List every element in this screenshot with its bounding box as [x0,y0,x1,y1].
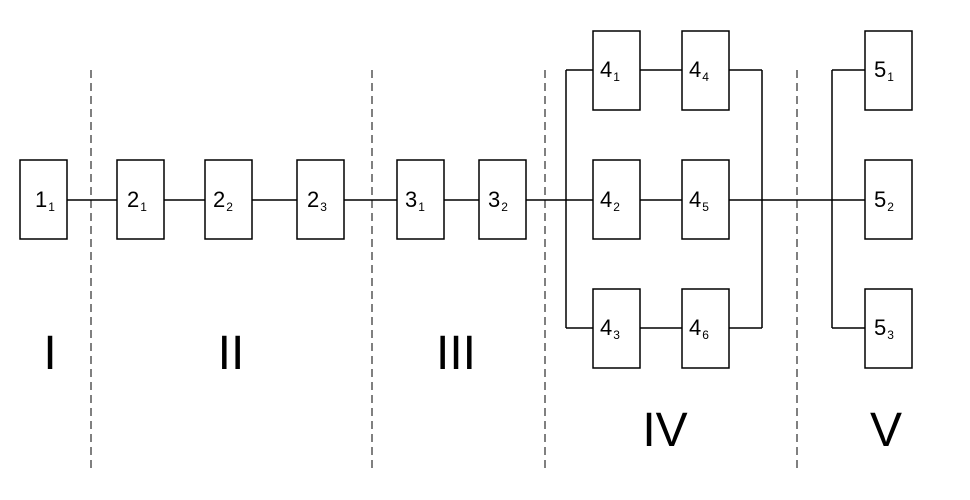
svg-text:41: 41 [600,57,620,84]
svg-text:21: 21 [127,187,147,214]
node-subscript: 1 [887,70,894,84]
node-subscript: 6 [702,328,709,342]
svg-text:45: 45 [689,187,709,214]
node-5-1: 51 [864,30,913,111]
svg-text:53: 53 [874,315,894,342]
node-label: 4 [689,315,701,340]
node-4-6: 46 [681,288,730,369]
node-label: 3 [488,187,500,212]
stage-label-v: V [870,404,902,457]
svg-text:44: 44 [689,57,709,84]
node-3-1: 31 [396,159,445,240]
node-label: 4 [600,315,612,340]
node-4-4: 44 [681,30,730,111]
node-subscript: 1 [48,200,55,214]
node-4-1: 41 [592,30,641,111]
node-subscript: 3 [613,328,620,342]
svg-text:42: 42 [600,187,620,214]
svg-text:46: 46 [689,315,709,342]
svg-text:22: 22 [213,187,233,214]
node-label: 5 [874,57,886,82]
node-2-1: 21 [116,159,165,240]
node-5-2: 52 [864,159,913,240]
node-subscript: 1 [613,70,620,84]
svg-text:11: 11 [35,187,55,214]
node-label: 2 [127,187,139,212]
svg-text:23: 23 [307,187,327,214]
node-4-5: 45 [681,159,730,240]
node-label: 3 [405,187,417,212]
node-label: 4 [689,187,701,212]
node-label: 2 [307,187,319,212]
node-1-1: 11 [19,159,68,240]
node-subscript: 2 [226,200,233,214]
node-3-2: 32 [478,159,527,240]
svg-text:31: 31 [405,187,425,214]
node-subscript: 1 [418,200,425,214]
node-label: 1 [35,187,47,212]
svg-text:51: 51 [874,57,894,84]
node-2-2: 22 [204,159,253,240]
node-2-3: 23 [296,159,345,240]
stage-label-iii: III [436,327,476,380]
node-label: 5 [874,187,886,212]
node-subscript: 3 [320,200,327,214]
node-4-3: 43 [592,288,641,369]
node-subscript: 2 [501,200,508,214]
node-label: 2 [213,187,225,212]
node-subscript: 2 [887,200,894,214]
connections [67,69,865,329]
node-label: 4 [689,57,701,82]
node-subscript: 4 [702,70,709,84]
node-label: 4 [600,57,612,82]
node-subscript: 1 [140,200,147,214]
stage-label-i: I [43,327,56,380]
svg-text:32: 32 [488,187,508,214]
node-4-2: 42 [592,159,641,240]
node-label: 5 [874,315,886,340]
node-subscript: 5 [702,200,709,214]
node-subscript: 3 [887,328,894,342]
node-5-3: 53 [864,288,913,369]
svg-text:43: 43 [600,315,620,342]
node-label: 4 [600,187,612,212]
stage-label-iv: IV [642,404,687,457]
stage-label-ii: II [218,327,245,380]
svg-text:52: 52 [874,187,894,214]
node-subscript: 2 [613,200,620,214]
